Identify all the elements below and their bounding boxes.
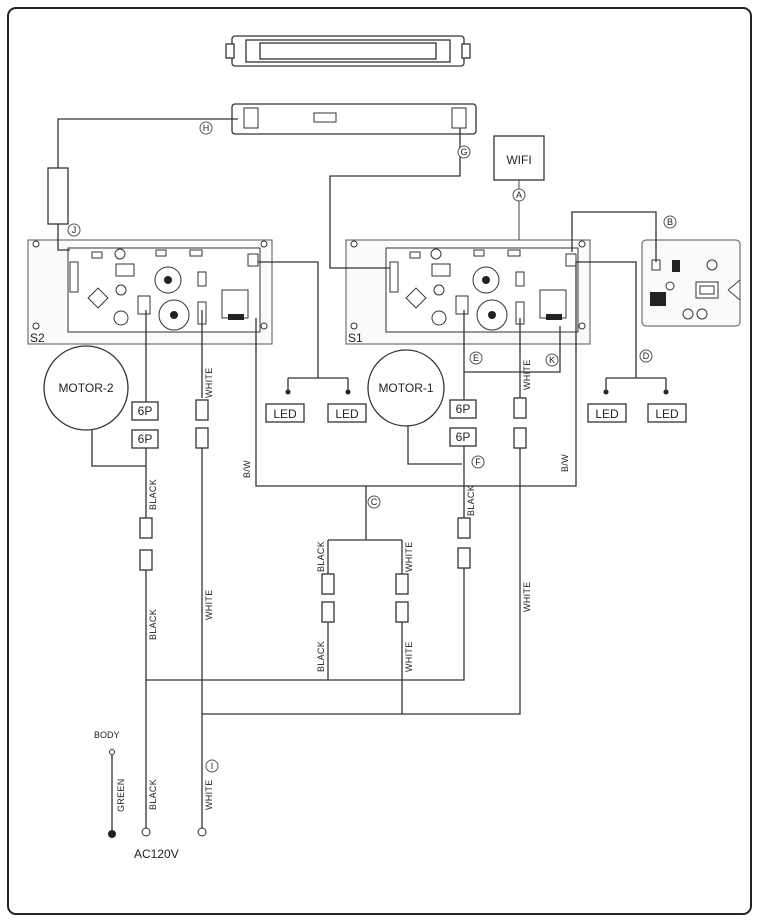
tag-e: E — [473, 353, 479, 363]
tag-i: I — [211, 761, 214, 771]
led-2 — [327, 403, 367, 423]
wire-label-black-1: BLACK — [148, 479, 158, 510]
wire-label-black-6: BLACK — [316, 641, 326, 672]
tag-f: F — [475, 457, 481, 467]
tag-k: K — [549, 355, 555, 365]
body-label: BODY — [94, 730, 120, 740]
connector-6p-4 — [449, 427, 477, 447]
connector-6p-3 — [449, 399, 477, 419]
diagram-frame — [7, 7, 752, 915]
svg-text:6P: 6P — [138, 432, 153, 446]
motor-1 — [367, 349, 445, 427]
led-driver-top — [225, 35, 471, 67]
wire-label-white-5: WHITE — [522, 582, 532, 613]
motor-2-label: MOTOR-2 — [58, 381, 113, 395]
connector-6p-2 — [131, 429, 159, 449]
board-s1-label: S1 — [348, 331, 363, 345]
tag-j: J — [72, 225, 77, 235]
led-1-label: LED — [273, 407, 297, 421]
tag-d: D — [643, 351, 650, 361]
control-board-s2: S2 — [27, 239, 273, 345]
wire-label-black-2: BLACK — [148, 609, 158, 640]
tag-c: C — [371, 497, 378, 507]
tag-b: B — [667, 217, 673, 227]
wire-label-black-5: BLACK — [316, 541, 326, 572]
wire-label-white-3: WHITE — [204, 780, 214, 811]
wire-label-white-1: WHITE — [204, 368, 214, 399]
key-panel — [641, 239, 741, 327]
svg-text:6P: 6P — [456, 402, 471, 416]
svg-text:6P: 6P — [138, 404, 153, 418]
led-4-label: LED — [655, 407, 679, 421]
tag-g: G — [460, 147, 467, 157]
connector-6p-1 — [131, 401, 159, 421]
led-4 — [647, 403, 687, 423]
wire-label-bw-1: B/W — [242, 460, 252, 478]
wire-label-white-2: WHITE — [204, 590, 214, 621]
wire-label-white-6: WHITE — [404, 542, 414, 573]
wire-label-black-4: BLACK — [466, 485, 476, 516]
ground-terminal — [108, 830, 116, 838]
tag-h: H — [203, 123, 210, 133]
supply-label: AC120V — [134, 847, 179, 861]
led-3 — [587, 403, 627, 423]
terminal-black — [141, 827, 151, 837]
led-2-label: LED — [335, 407, 359, 421]
motor-2 — [43, 345, 129, 431]
wire-label-bw-2: B/W — [560, 454, 570, 472]
control-board-s1: S1 — [345, 239, 591, 345]
led-driver-bottom — [231, 103, 477, 135]
board-s2-label: S2 — [30, 331, 45, 345]
motor-1-label: MOTOR-1 — [378, 381, 433, 395]
wire-label-green: GREEN — [116, 778, 126, 812]
svg-text:6P: 6P — [456, 430, 471, 444]
wifi-label: WIFI — [506, 153, 531, 167]
wire-label-black-3: BLACK — [148, 779, 158, 810]
led-1 — [265, 403, 305, 423]
wire-label-white-4: WHITE — [522, 360, 532, 391]
tag-a: A — [516, 190, 522, 200]
wire-label-white-7: WHITE — [404, 642, 414, 673]
led-3-label: LED — [595, 407, 619, 421]
terminal-white — [197, 827, 207, 837]
